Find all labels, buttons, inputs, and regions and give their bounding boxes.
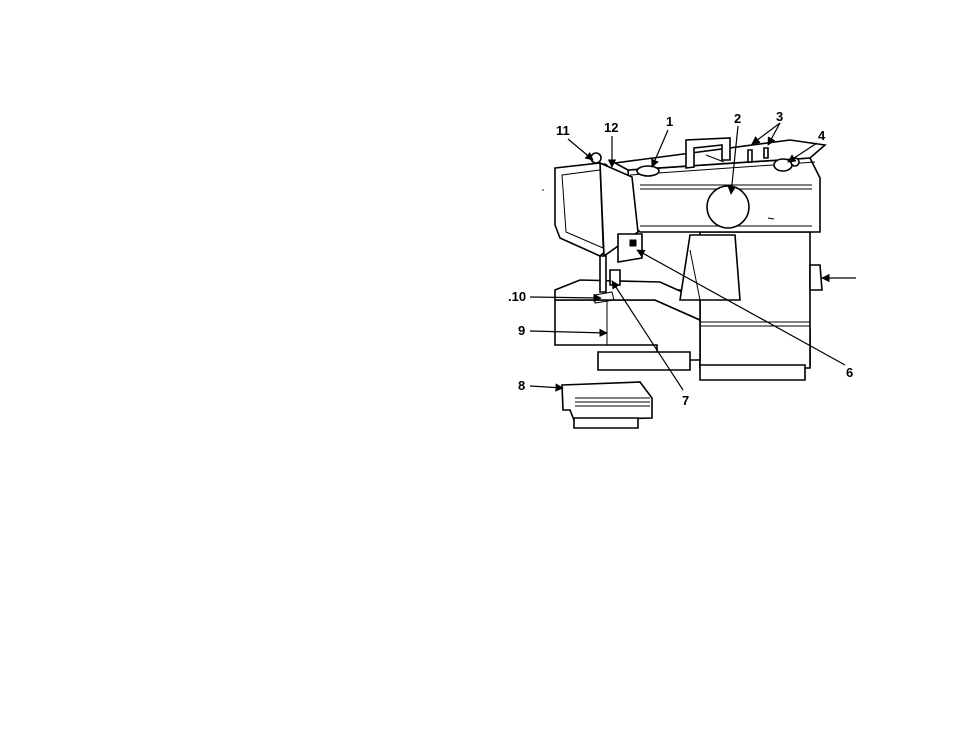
callout-label-4: 4 [818, 128, 826, 143]
callout-label-3: 3 [776, 109, 783, 124]
top-knob [637, 166, 659, 176]
callout-label-2: 2 [734, 111, 741, 126]
extension-table [562, 382, 652, 420]
callout-label-8: 8 [518, 378, 525, 393]
sewing-machine-illustration [542, 138, 825, 428]
leader-11 [568, 139, 593, 160]
pattern-dial [707, 186, 749, 228]
leader-8 [530, 386, 563, 388]
callout-label-9: 9 [518, 323, 525, 338]
bed-plinth [598, 352, 690, 370]
hand-wheel [810, 265, 822, 290]
callout-label-1: 1 [666, 114, 673, 129]
callout-label-11: 11 [556, 123, 570, 138]
callout-label-7: 7 [682, 393, 689, 408]
callout-label-12: 12 [604, 120, 618, 135]
leader-3a [752, 123, 780, 144]
callout-label-10: .10 [508, 289, 526, 304]
callout-label-6: 6 [846, 365, 853, 380]
needle-bar [600, 256, 606, 292]
